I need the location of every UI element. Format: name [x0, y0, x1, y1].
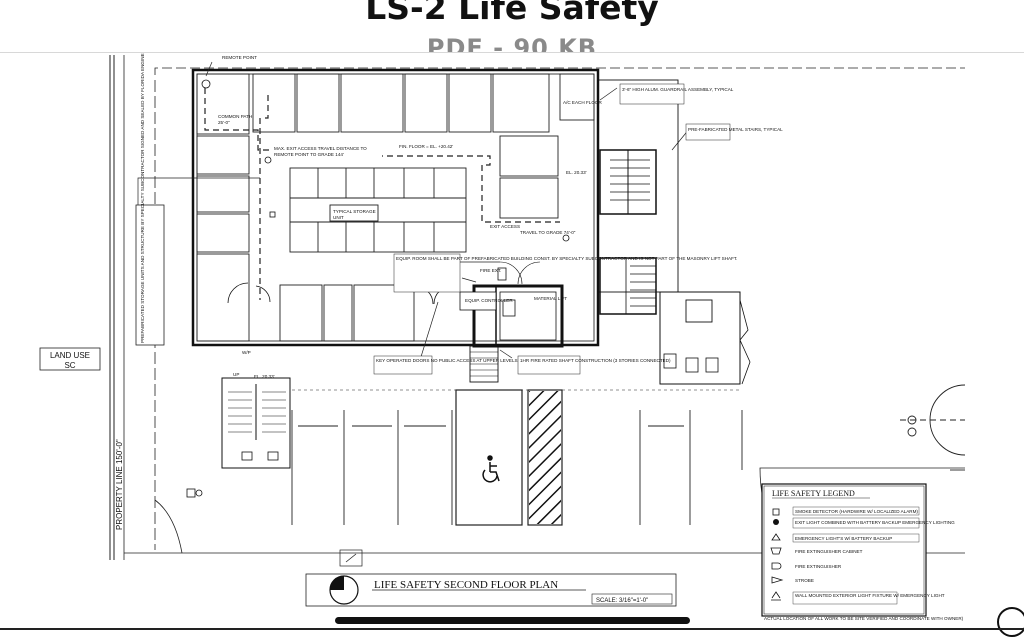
annotations: REMOTE POINT COMMON PATH 25'-0" MAX. EXI…: [218, 55, 783, 379]
note-fire-ext: FIRE EXT.: [480, 268, 501, 273]
note-fin-floor: FIN. FLOOR = EL. +20.42': [399, 144, 453, 149]
document-header: LS-2 Life Safety PDF - 90 KB: [0, 0, 1024, 53]
plan-title: LIFE SAFETY SECOND FLOOR PLAN: [374, 579, 558, 591]
exit-light-icon: [264, 156, 272, 164]
planter-right: [900, 384, 966, 471]
fire-extinguisher-cabinet-icon: [770, 547, 782, 555]
emergency-light-icon: [771, 533, 781, 541]
note-material-lift: MATERIAL LIFT: [534, 296, 567, 301]
note-remote-grade: REMOTE POINT TO GRADE 144': [274, 152, 344, 157]
horizontal-scrollbar[interactable]: [335, 617, 690, 624]
sheet-logo-icon: [997, 607, 1024, 637]
note-prefab-stairs: PRE-FABRICATED METAL STAIRS, TYPICAL: [688, 127, 783, 132]
land-use-label: LAND USE: [50, 351, 90, 360]
note-common-path: COMMON PATH: [218, 114, 252, 119]
legend-strobe: STROBE: [795, 578, 814, 583]
document-file-info: PDF - 90 KB: [426, 34, 598, 53]
legend-fire-ext-cabinet: FIRE EXTINGUISHER CABINET: [795, 549, 863, 554]
remote-point-icon: [201, 79, 211, 89]
land-use-box: LAND USE SC: [39, 347, 101, 371]
note-fire-rated-shaft: 1HR FIRE RATED SHAFT CONSTRUCTION (3 STO…: [520, 358, 671, 363]
note-remote-point: REMOTE POINT: [222, 55, 257, 60]
strobe-icon: [771, 576, 784, 584]
plan-title-block: LIFE SAFETY SECOND FLOOR PLAN SCALE: 3/1…: [305, 549, 677, 607]
note-typical-storage: TYPICAL STORAGE: [333, 209, 376, 214]
plan-scale: SCALE: 3/16"=1'-0": [596, 598, 648, 604]
exit-light-icon: [562, 234, 570, 242]
note-exit-access: EXIT ACCESS: [490, 224, 520, 229]
legend-emergency-light: EMERGENCY LIGHT'S W/ BATTERY BACKUP: [795, 536, 892, 541]
bottom-divider: [0, 628, 1024, 630]
wall-light-icon: [771, 591, 781, 601]
door-swing: [227, 282, 249, 304]
storage-units: [196, 73, 595, 342]
storage-note: PREFABRICATED STORAGE UNITS AND STRUCTUR…: [140, 46, 145, 343]
legend-title: LIFE SAFETY LEGEND: [772, 489, 855, 498]
land-use-value: SC: [64, 361, 75, 370]
note-el-left: EL. 20.33': [254, 374, 275, 379]
smoke-detector-icon: [269, 211, 276, 218]
stair-tower-right: [597, 79, 751, 385]
legend-wall-light: WALL MOUNTED EXTERIOR LIGHT FIXTURE W/ E…: [795, 593, 945, 598]
fire-extinguisher-icon: [771, 562, 782, 570]
note-unit: UNIT: [333, 215, 344, 220]
smoke-detector-icon: [772, 508, 780, 516]
legend-fire-extinguisher: FIRE EXTINGUISHER: [795, 564, 842, 569]
note-equip-room: EQUIP. ROOM SHALL BE PART OF PREFABRICAT…: [396, 256, 737, 261]
note-el-right: EL. 20.33': [566, 170, 587, 175]
note-common-path-dim: 25'-0": [218, 120, 230, 125]
property-line-label: PROPERTY LINE 150'-0": [115, 439, 124, 530]
note-up: UP: [233, 372, 239, 377]
lift-shaft: [459, 261, 564, 383]
note-ac: A/C EACH FLOOR: [563, 100, 602, 105]
life-safety-legend: LIFE SAFETY LEGEND SMOKE DETECTOR (HARDW…: [761, 483, 964, 621]
note-travel-grade: TRAVEL TO GRADE 74'-0": [520, 230, 576, 235]
note-exit-travel: MAX. EXIT ACCESS TRAVEL DISTANCE TO: [274, 146, 367, 151]
parking-area: [291, 389, 743, 526]
stair-left: [221, 377, 291, 469]
note-key-doors: KEY OPERATED DOORS NO PUBLIC ACCESS AT U…: [376, 358, 518, 363]
accessible-parking-icon: [482, 455, 500, 483]
exit-light-icon: [773, 519, 779, 525]
legend-footnote: ACTUAL LOCATION OF ALL WORK TO BE SITE V…: [764, 616, 964, 621]
legend-exit-light: EXIT LIGHT COMBINED WITH BATTERY BACKUP …: [795, 520, 955, 525]
document-title: LS-2 Life Safety: [365, 0, 659, 27]
note-equip-controller: EQUIP. CONTROLLER: [465, 298, 513, 303]
note-guardrail: 3'-6" HIGH ALUM. GUARDRAIL ASSEMBLY, TYP…: [622, 87, 734, 92]
emergency-light-icon: [195, 489, 203, 497]
wall-light-icon: [186, 488, 196, 498]
note-wp: W/P: [242, 350, 251, 355]
egress-path: [204, 88, 560, 300]
building-outline: [191, 68, 600, 347]
plan-symbols: [186, 79, 570, 498]
door-swing: [255, 285, 271, 303]
fire-extinguisher-cabinet-icon: [497, 267, 507, 281]
legend-smoke-detector: SMOKE DETECTOR (HARDWIRE W/ LOCALIZED AL…: [795, 509, 918, 514]
